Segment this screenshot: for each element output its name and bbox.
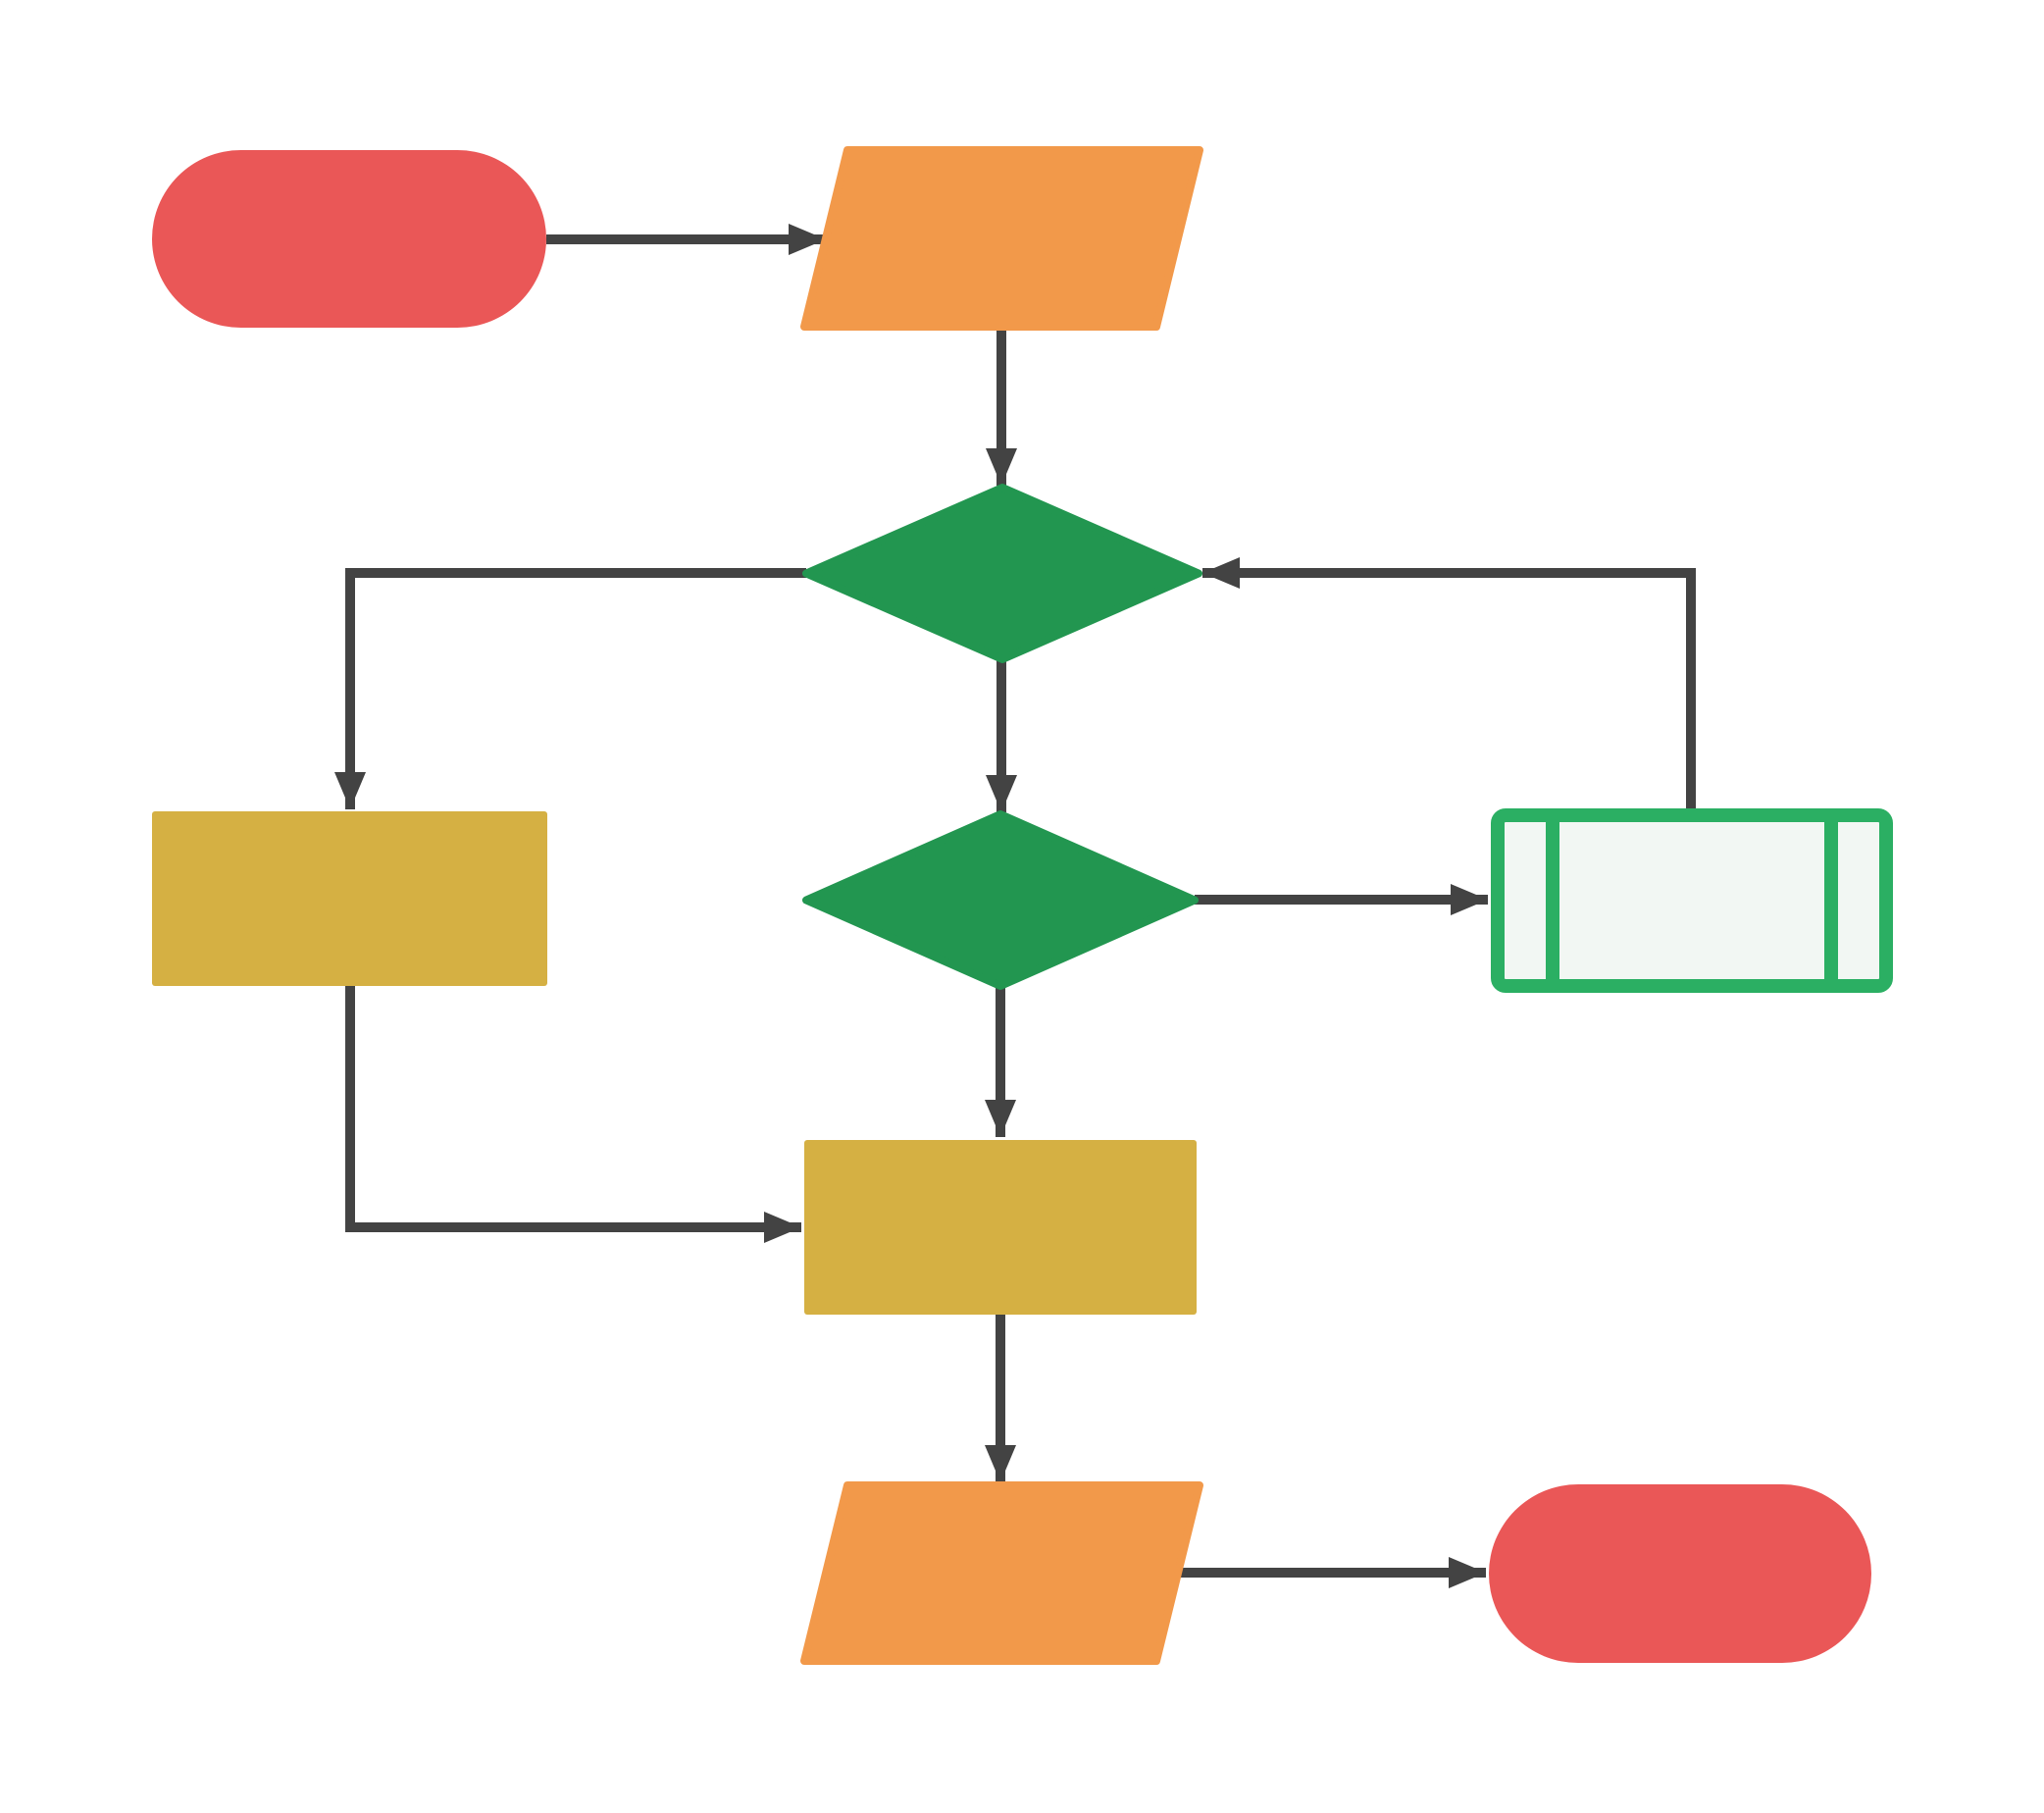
edge-predefined-to-decision-1 xyxy=(1202,557,1696,808)
process-left-node xyxy=(152,811,547,986)
predefined-process-frame xyxy=(1491,808,1893,993)
start-terminator-node xyxy=(152,150,546,328)
process-center-node xyxy=(804,1140,1197,1315)
decision-1-diamond-node xyxy=(802,484,1202,663)
edge-process-left-to-process-center xyxy=(345,986,801,1243)
decision-2-diamond-node xyxy=(802,810,1199,990)
output-parallelogram-node xyxy=(800,1481,1203,1665)
edge-decision-1-to-process-left xyxy=(334,568,806,809)
edges xyxy=(334,224,1696,1588)
end-terminator-node xyxy=(1489,1484,1871,1663)
input-parallelogram-node xyxy=(800,146,1203,331)
nodes xyxy=(152,146,1893,1665)
predefined-process-node xyxy=(1491,808,1893,993)
